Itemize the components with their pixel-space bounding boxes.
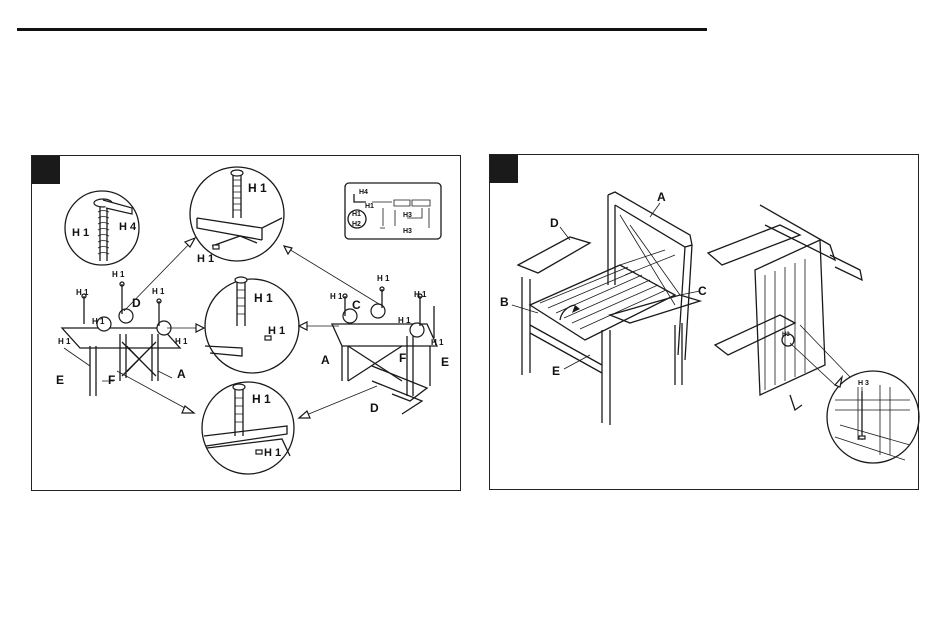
header-rule: [17, 28, 707, 31]
label-h4: H 4: [119, 221, 137, 233]
svg-text:D: D: [370, 401, 379, 415]
svg-text:H4: H4: [359, 189, 368, 196]
svg-text:H 1: H 1: [92, 317, 105, 326]
svg-text:A: A: [177, 367, 186, 381]
svg-text:H 1: H 1: [152, 287, 165, 296]
svg-text:H1: H1: [365, 203, 374, 210]
svg-text:H 3: H 3: [858, 380, 869, 387]
svg-text:F: F: [108, 373, 115, 387]
svg-text:C: C: [352, 298, 361, 312]
svg-text:H 1: H 1: [330, 292, 343, 301]
hardware-legend-box: H4 H1 H1 H2 H3 H3: [345, 183, 441, 239]
top-screw-callout: H 1 H 1: [190, 167, 284, 265]
label-h1: H 1: [248, 181, 267, 195]
svg-text:H 1: H 1: [58, 337, 71, 346]
svg-text:B: B: [500, 295, 509, 309]
svg-text:H 1: H 1: [76, 288, 89, 297]
svg-text:H3: H3: [782, 332, 790, 338]
right-arm-assembly: H 1 H 1 H 1 H 1 H 1 C A F E D: [321, 274, 449, 415]
label-h1: H 1: [72, 227, 89, 239]
svg-text:D: D: [550, 216, 559, 230]
step-2-panel: A B C D E H3 H 3: [489, 154, 919, 490]
svg-text:F: F: [399, 351, 406, 365]
bottom-screw-callout: H 1 H 1: [202, 382, 294, 474]
svg-text:H 1: H 1: [254, 291, 273, 305]
screw-detail-callout: H 3: [827, 371, 919, 463]
step-1-illustration: H 1 H 4 H 1 H 1 H4 H1 H1 H2 H3: [32, 156, 460, 490]
svg-text:H 1: H 1: [377, 274, 390, 283]
assembled-chair: A B C D E: [500, 190, 707, 425]
svg-text:E: E: [552, 364, 560, 378]
svg-text:H 1: H 1: [112, 270, 125, 279]
svg-text:H 1: H 1: [264, 447, 281, 459]
svg-text:E: E: [56, 373, 64, 387]
svg-text:E: E: [441, 355, 449, 369]
svg-text:H 1: H 1: [268, 325, 285, 337]
upside-down-chair: H3: [708, 205, 862, 410]
svg-text:H 1: H 1: [175, 337, 188, 346]
label-h1: H 1: [197, 253, 214, 265]
step-1-panel: H 1 H 4 H 1 H 1 H4 H1 H1 H2 H3: [31, 155, 461, 491]
svg-text:A: A: [321, 353, 330, 367]
svg-text:H 1: H 1: [252, 392, 271, 406]
svg-text:H1: H1: [352, 211, 361, 218]
svg-text:H3: H3: [403, 228, 412, 235]
svg-text:A: A: [657, 190, 666, 204]
svg-text:H2: H2: [352, 221, 361, 228]
middle-screw-callout: H 1 H 1: [205, 277, 299, 373]
left-arm-assembly: H 1 H 1 H 1 H 1 H 1 H 1 D E F A: [56, 270, 188, 396]
svg-text:H 1: H 1: [398, 316, 411, 325]
wrench-callout: H 1 H 4: [65, 191, 139, 265]
svg-text:H 1: H 1: [414, 290, 427, 299]
step-2-illustration: A B C D E H3 H 3: [490, 155, 918, 489]
svg-text:H 1: H 1: [431, 338, 444, 347]
